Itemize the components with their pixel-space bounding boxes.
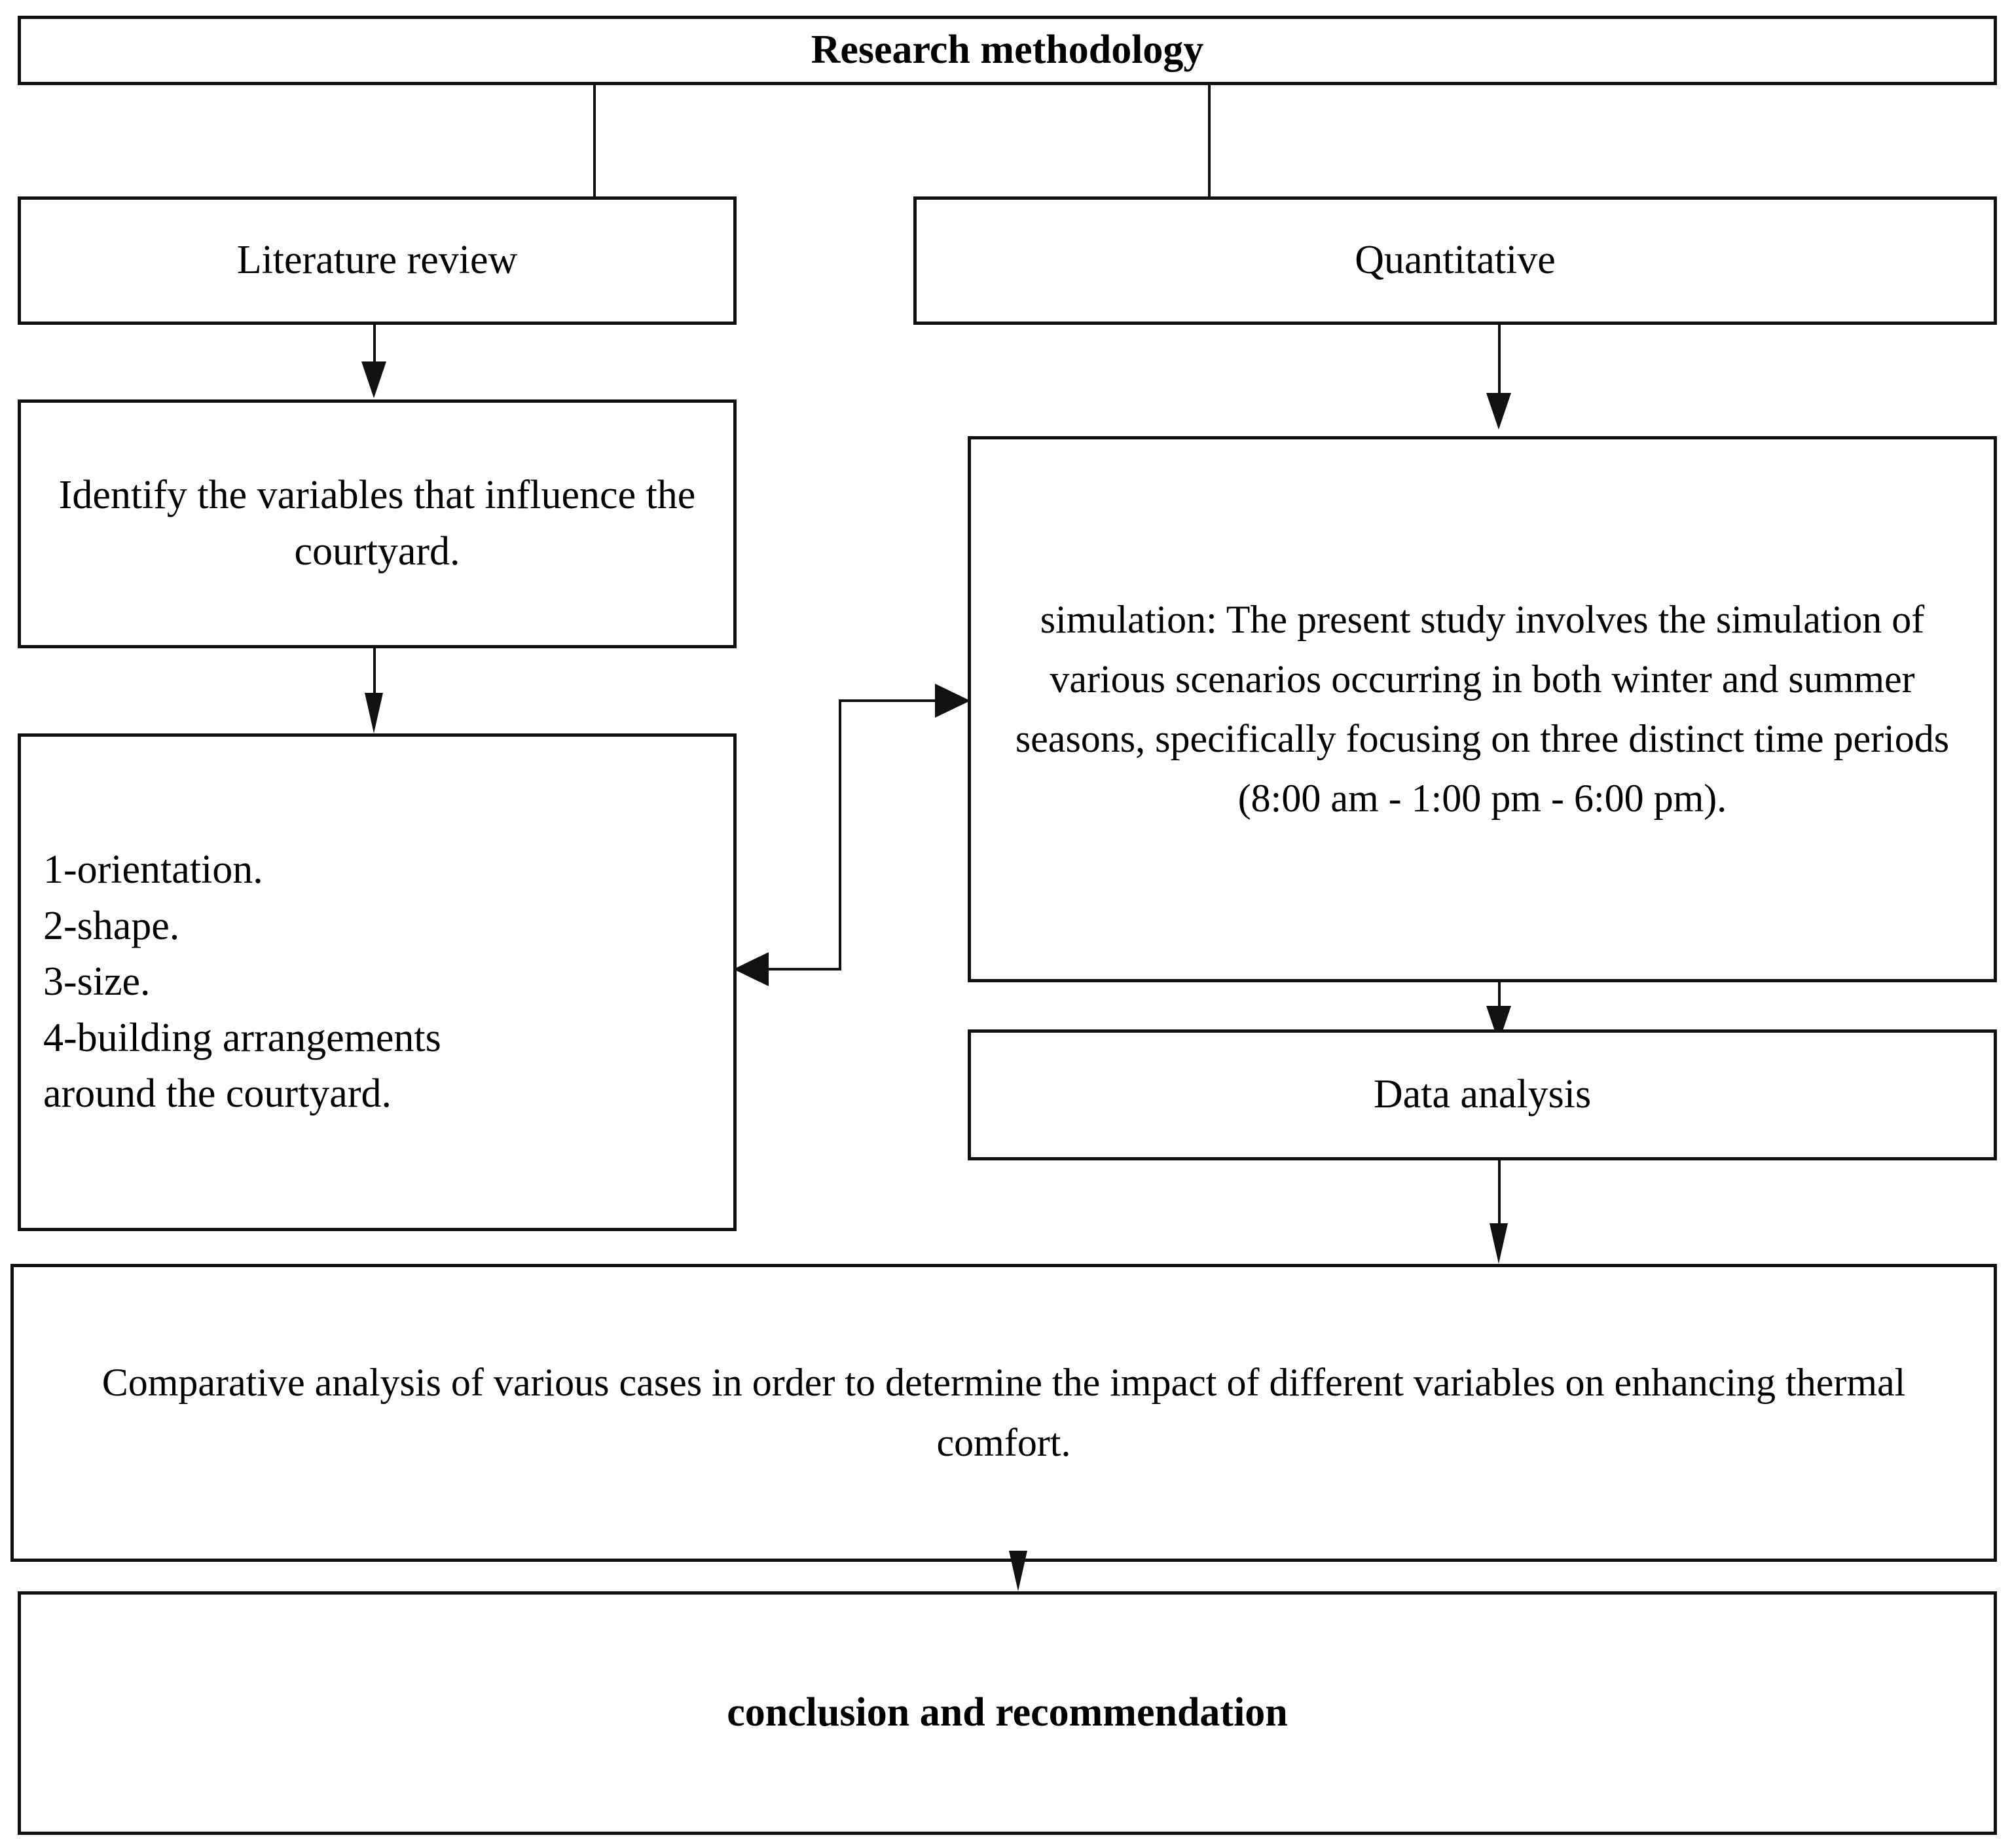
arrowhead-to-variables-list xyxy=(733,952,769,986)
arrowhead-comparative-analysis-to-conclusion xyxy=(1009,1551,1027,1591)
connector-literature-review-to-identify-variables xyxy=(373,325,376,367)
arrowhead-data-analysis-to-comparative-analysis xyxy=(1490,1223,1508,1264)
list-item: around the courtyard. xyxy=(43,1071,392,1117)
list-item: 3-size. xyxy=(43,959,151,1005)
node-conclusion-and-recommendation-label: conclusion and recommendation xyxy=(727,1690,1288,1735)
node-comparative-analysis: Comparative analysis of various cases in… xyxy=(10,1264,1997,1562)
node-quantitative-label: Quantitative xyxy=(1355,238,1556,283)
node-quantitative: Quantitative xyxy=(913,196,1997,325)
node-literature-review-label: Literature review xyxy=(236,238,518,283)
connector-simulation-to-variables-list-bottom xyxy=(737,968,841,970)
node-identify-variables: Identify the variables that influence th… xyxy=(18,399,737,648)
node-conclusion-and-recommendation: conclusion and recommendation xyxy=(18,1591,1997,1835)
node-research-methodology-label: Research methodology xyxy=(811,28,1204,73)
arrowhead-to-simulation xyxy=(935,684,970,718)
connector-root-to-quantitative xyxy=(1208,85,1211,196)
connector-quantitative-to-simulation xyxy=(1498,325,1501,397)
node-variables-list: 1-orientation. 2-shape. 3-size. 4-buildi… xyxy=(18,733,737,1231)
arrowhead-identify-variables-to-variables-list xyxy=(365,693,383,733)
node-data-analysis-label: Data analysis xyxy=(1373,1072,1592,1117)
node-data-analysis: Data analysis xyxy=(968,1029,1997,1160)
list-item: 4-building arrangements xyxy=(43,1015,441,1060)
connector-link-vertical xyxy=(839,699,841,969)
connector-data-analysis-to-comparative-analysis xyxy=(1498,1160,1501,1226)
node-literature-review: Literature review xyxy=(18,196,737,325)
connector-identify-variables-to-variables-list xyxy=(373,648,376,695)
list-item: 2-shape. xyxy=(43,903,180,948)
node-research-methodology: Research methodology xyxy=(18,16,1997,85)
arrowhead-literature-review-to-identify-variables xyxy=(361,361,386,398)
connector-root-to-literature-review xyxy=(593,85,596,196)
node-identify-variables-label: Identify the variables that influence th… xyxy=(58,473,696,574)
node-simulation-label: simulation: The present study involves t… xyxy=(1015,597,1950,821)
node-simulation: simulation: The present study involves t… xyxy=(968,436,1997,982)
connector-variables-list-to-simulation-top xyxy=(839,699,970,702)
connector-simulation-to-data-analysis xyxy=(1498,982,1501,1011)
arrowhead-quantitative-to-simulation xyxy=(1486,393,1511,430)
list-item: 1-orientation. xyxy=(43,847,263,893)
node-comparative-analysis-label: Comparative analysis of various cases in… xyxy=(101,1361,1906,1464)
